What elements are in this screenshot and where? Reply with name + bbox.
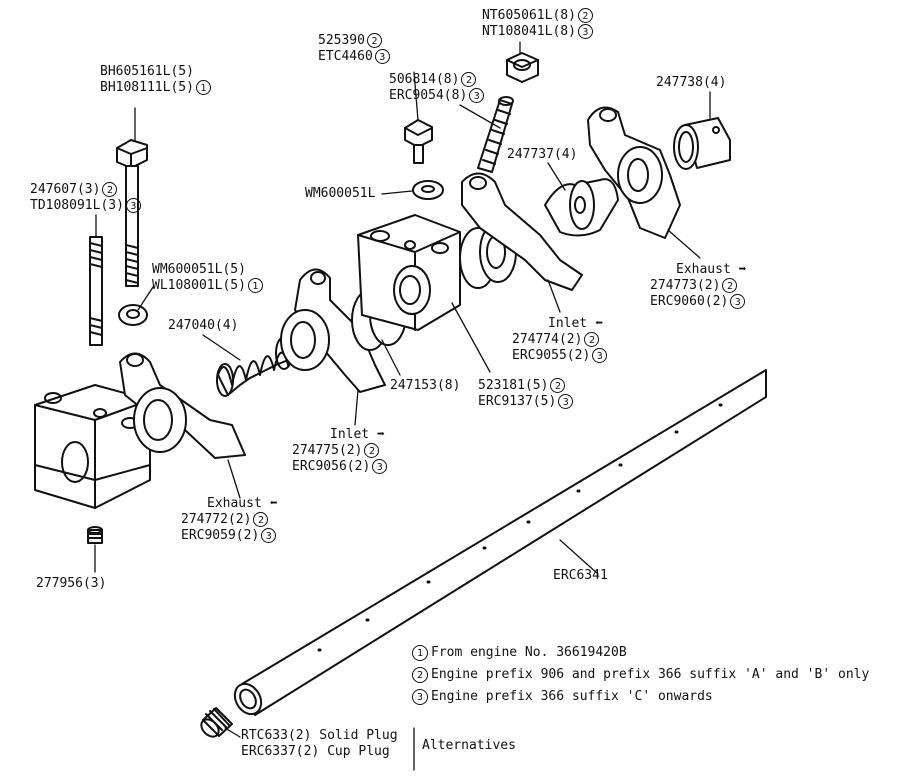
washer-wm600051l <box>412 180 444 200</box>
label-pedestal-523181: 523181(5)2 ERC9137(5)3 <box>478 378 574 410</box>
rocker-shaft <box>233 369 767 716</box>
left-arrow-icon: ⬅ <box>594 316 603 331</box>
washer-wl108001l <box>118 304 148 326</box>
label-exhaust-right: Exhaust ➡ 274773(2)2 ERC9060(2)3 <box>650 262 747 309</box>
label-plug-277956: 277956(3) <box>36 576 107 591</box>
right-inlet-rocker <box>461 172 583 291</box>
label-bh-bolt: BH605161L(5) BH108111L(5)1 <box>100 64 211 96</box>
left-pedestal <box>34 384 151 509</box>
bush-247738 <box>673 117 731 170</box>
right-arrow-icon: ➡ <box>376 427 385 442</box>
leader-lines <box>94 41 711 771</box>
pedestal-plug <box>87 526 103 544</box>
label-washer-wl: WM600051L(5) WL108001L(5)1 <box>152 262 263 294</box>
label-washer-wm: WM600051L <box>305 186 376 201</box>
label-alternatives: Alternatives <box>422 738 516 753</box>
label-inlet-right: Inlet ⬅ 274774(2)2 ERC9055(2)3 <box>512 316 608 364</box>
label-exhaust-left: Exhaust ⬅ 274772(2)2 ERC9059(2)3 <box>181 496 278 543</box>
nut-nt605061l <box>506 52 539 83</box>
label-stud-506814: 506814(8)2 ERC9054(8)3 <box>389 72 485 104</box>
stud-506814 <box>477 96 514 173</box>
label-inlet-left: Inlet ➡ 274775(2)2 ERC9056(2)3 <box>292 427 388 475</box>
label-spacer-247153: 247153(8) <box>390 378 461 393</box>
left-inlet-rocker <box>280 268 386 393</box>
stud-247607 <box>89 236 103 346</box>
label-spring-247040: 247040(4) <box>168 318 239 333</box>
label-nt-nut: NT605061L(8)2 NT108041L(8)3 <box>482 8 593 40</box>
right-exhaust-rocker <box>587 106 681 239</box>
shaft-end-plug <box>200 707 233 738</box>
right-arrow-icon: ➡ <box>738 262 747 277</box>
label-spring-247737: 247737(4) <box>507 147 578 162</box>
label-stud-247607: 247607(3)2 TD108091L(3)3 <box>30 182 141 214</box>
bolt-525390 <box>404 119 433 164</box>
spring-247737 <box>544 178 619 237</box>
left-arrow-icon: ⬅ <box>269 496 278 511</box>
left-exhaust-rocker <box>119 352 246 459</box>
label-shaft: ERC6341 <box>553 568 608 583</box>
long-bolt-bh605161l <box>116 139 148 287</box>
label-plugs: RTC633(2) Solid Plug ERC6337(2) Cup Plug <box>241 728 398 759</box>
center-pedestal-523181 <box>357 214 461 331</box>
label-bush-247738: 247738(4) <box>656 75 727 90</box>
